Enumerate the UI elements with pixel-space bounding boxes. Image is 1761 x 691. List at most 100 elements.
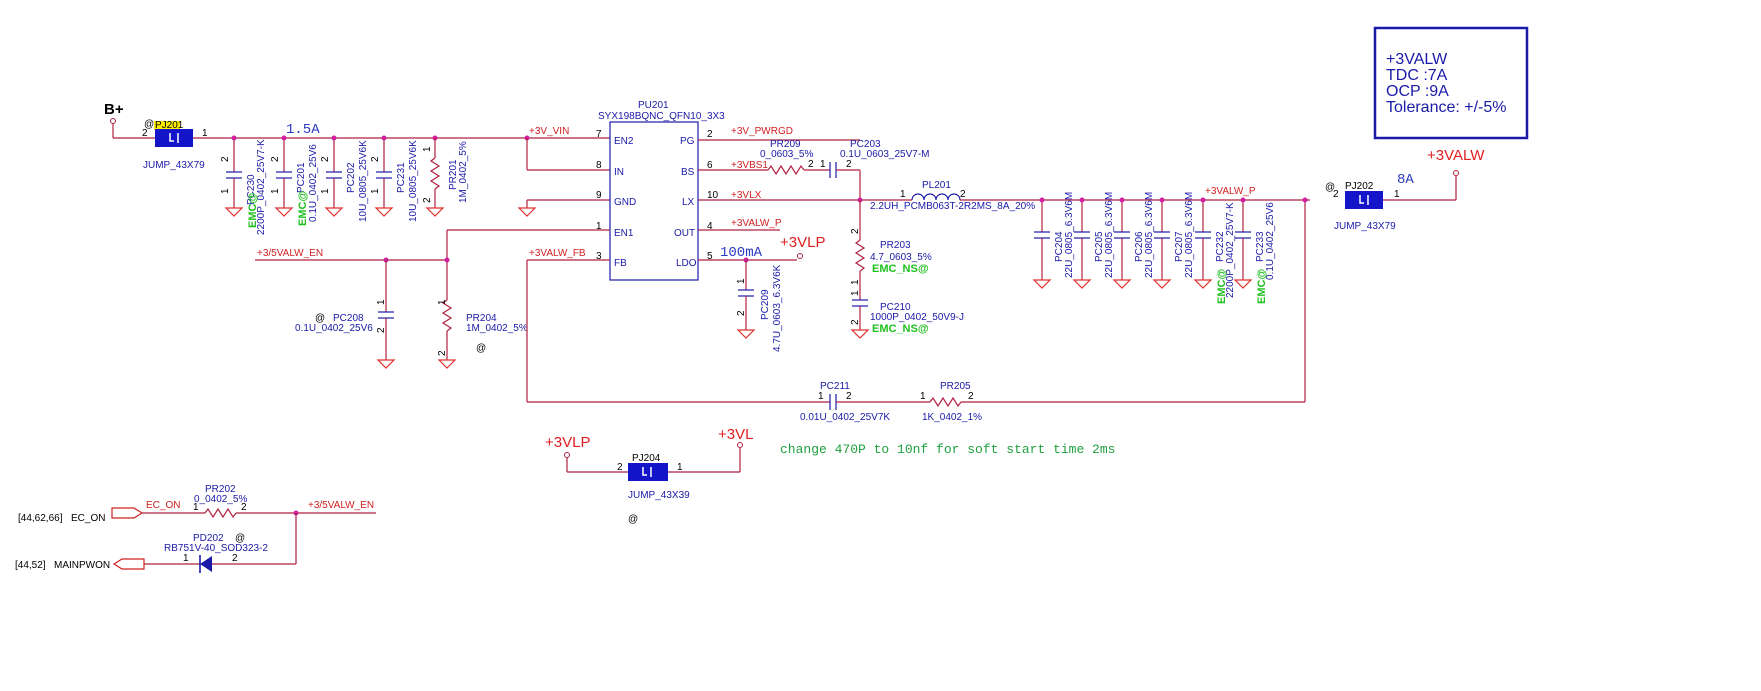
spec-line-2: TDC :7A — [1386, 67, 1448, 84]
net-pwrgd: +3V_PWRGD — [731, 126, 793, 137]
svg-text:2: 2 — [220, 156, 231, 162]
net-valw: +3VALW — [1427, 147, 1485, 164]
pc232-emc: EMC@ — [1216, 269, 1228, 304]
pd202-pin2: 2 — [232, 553, 238, 564]
mainpwon-port-icon — [112, 558, 145, 570]
svg-text:1: 1 — [220, 188, 231, 194]
vlp2-terminal — [564, 452, 570, 458]
svg-text:GND: GND — [614, 197, 636, 208]
ground-icon — [376, 359, 396, 369]
pr205-resistor — [929, 396, 962, 408]
pc209-pin2: 2 — [736, 310, 747, 316]
pc233-val: 0.1U_0402_25V6 — [1265, 202, 1276, 280]
pc210-ref: PC210 — [880, 302, 911, 313]
pr204-pin2: 2 — [437, 350, 448, 356]
pc203-ref: PC203 — [850, 139, 881, 150]
pc211-pin2: 2 — [846, 391, 852, 402]
pr205-pin2: 2 — [968, 391, 974, 402]
valw-terminal — [1453, 170, 1459, 176]
junction — [444, 257, 450, 263]
pr202-val: 0_0402_5% — [194, 494, 247, 505]
pc204-val: 22U_0805_6.3V6M — [1064, 192, 1075, 278]
svg-text:IN: IN — [614, 167, 624, 178]
net-valwfb: +3VALW_FB — [529, 248, 586, 259]
pc230-val: 2200P_0402_25V7-K — [256, 139, 267, 235]
pc208-ref: PC208 — [333, 313, 364, 324]
pr209-val: 0_0603_5% — [760, 149, 813, 160]
pj201-part: JUMP_43X79 — [143, 160, 205, 171]
ec-on-port-label: EC_ON — [71, 513, 105, 524]
pr204-val: 1M_0402_5% — [466, 323, 528, 334]
pr202-ref: PR202 — [205, 484, 236, 495]
pc231-val: 10U_0805_25V6K — [408, 140, 419, 222]
pd202-val: RB751V-40_SOD323-2 — [164, 543, 268, 554]
svg-text:1: 1 — [270, 188, 281, 194]
net-ec-on: EC_ON — [146, 500, 180, 511]
vl-terminal — [737, 442, 743, 448]
pj204-jumper — [628, 463, 668, 481]
spec-line-4: Tolerance: +/-5% — [1386, 99, 1507, 116]
pc211-val: 0.01U_0402_25V7K — [800, 412, 890, 423]
pr204-ref: PR204 — [466, 313, 497, 324]
svg-text:2: 2 — [270, 156, 281, 162]
svg-text:1: 1 — [596, 221, 602, 232]
cap-pc231: 21 — [370, 138, 394, 217]
cap-pc202: 21 — [320, 138, 344, 217]
pc210-pin2: 2 — [850, 319, 861, 325]
pc211-pin1: 1 — [818, 391, 824, 402]
svg-text:OUT: OUT — [674, 228, 695, 239]
svg-text:5: 5 — [707, 251, 713, 262]
pc233-emc: EMC@ — [1256, 269, 1268, 304]
svg-text:LX: LX — [682, 197, 695, 208]
net-bplus: B+ — [104, 101, 124, 118]
pc233-ref: PC233 — [1255, 231, 1266, 262]
net-valwp-out: +3VALW_P — [731, 218, 782, 229]
pj201-glyph — [169, 133, 179, 143]
svg-text:1: 1 — [320, 188, 331, 194]
pc209-val: 4.7U_0603_6.3V6K — [772, 264, 783, 352]
ground-icon — [517, 207, 537, 217]
svg-text:PG: PG — [680, 136, 695, 147]
svg-text:10: 10 — [707, 190, 719, 201]
pr201-ref: PR201 — [448, 159, 459, 190]
pj204-at: @ — [628, 514, 638, 525]
pj204-pin2: 2 — [617, 462, 623, 473]
svg-text:EN1: EN1 — [614, 228, 634, 239]
svg-text:6: 6 — [707, 160, 713, 171]
pj202-pin1: 1 — [1394, 189, 1400, 200]
pr201-resistor — [429, 157, 441, 190]
ic-ref: PU201 — [638, 100, 669, 111]
pr205-pin1: 1 — [920, 391, 926, 402]
bplus-terminal — [110, 118, 116, 124]
pr205-val: 1K_0402_1% — [922, 412, 982, 423]
pj201-ref: PJ201 — [155, 120, 184, 131]
mainpwon-port-label: MAINPWON — [54, 560, 110, 571]
net-vlp2: +3VLP — [545, 434, 590, 451]
pd202-diode — [200, 556, 212, 572]
current-out: 8A — [1397, 172, 1414, 188]
pc206-val: 22U_0805_6.3V6M — [1144, 192, 1155, 278]
pc210-val: 1000P_0402_50V9-J — [870, 312, 964, 323]
ic-part: SYX198BQNC_QFN10_3X3 — [598, 111, 725, 122]
pr204-at: @ — [476, 343, 486, 354]
pc208-pin2: 2 — [376, 327, 387, 333]
pc208-pin1: 1 — [376, 299, 387, 305]
pr202-resistor — [204, 507, 237, 519]
ec-on-port-icon — [111, 507, 144, 519]
pj201-pin1: 1 — [202, 128, 208, 139]
pr204-pin1: 1 — [437, 299, 448, 305]
svg-text:2: 2 — [707, 129, 713, 140]
pc201-emc: EMC@ — [297, 191, 309, 226]
pr201-val: 1M_0402_5% — [458, 141, 469, 203]
current-ldo: 100mA — [720, 245, 763, 261]
net-en35b: +3/5VALW_EN — [308, 500, 374, 511]
spec-line-3: OCP :9A — [1386, 83, 1449, 100]
pr205-ref: PR205 — [940, 381, 971, 392]
pc230-ref: PC230 — [246, 174, 257, 205]
pc209-pin1: 1 — [736, 278, 747, 284]
svg-text:EN2: EN2 — [614, 136, 634, 147]
pr209-resistor — [767, 164, 805, 176]
svg-text:2: 2 — [320, 156, 331, 162]
design-note: change 470P to 10nf for soft start time … — [780, 442, 1115, 457]
